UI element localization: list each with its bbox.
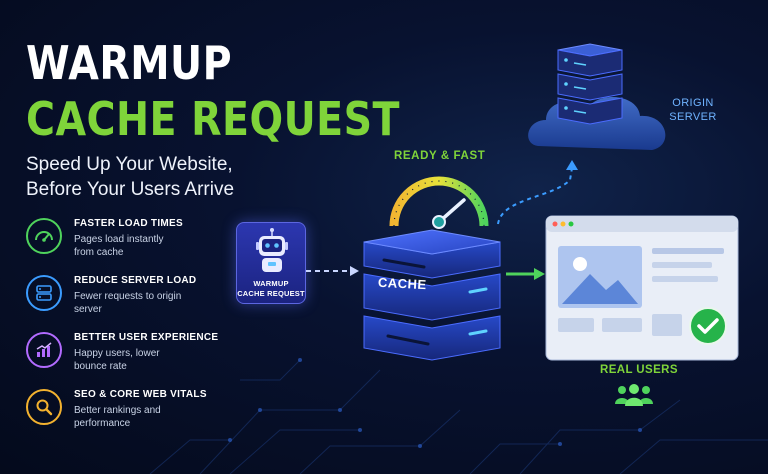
origin-label-line1: ORIGIN <box>672 97 714 109</box>
warmup-request-card: WARMUP CACHE REQUEST <box>236 222 306 304</box>
server-icon <box>26 275 62 311</box>
origin-label-line2: SERVER <box>669 111 717 123</box>
feature-item-faster-load: FASTER LOAD TIMES Pages load instantly f… <box>26 218 226 262</box>
origin-fetch-arrow <box>497 160 578 225</box>
trend-chart-icon <box>26 332 62 368</box>
speed-gauge-icon <box>389 176 489 229</box>
origin-server-icon <box>528 43 666 150</box>
robot-label-line1: WARMUP <box>253 279 289 288</box>
feature-item-user-experience: BETTER USER EXPERIENCE Happy users, lowe… <box>26 332 226 376</box>
subtitle: Speed Up Your Website, Before Your Users… <box>26 152 234 202</box>
cache-label: CACHE <box>377 274 428 293</box>
magnifier-icon <box>26 389 62 425</box>
feature-item-seo: SEO & CORE WEB VITALS Better rankings an… <box>26 389 226 433</box>
check-badge-icon <box>689 307 727 345</box>
feature-title: BETTER USER EXPERIENCE <box>74 332 219 343</box>
speedometer-icon <box>26 218 62 254</box>
robot-icon <box>256 228 288 272</box>
feature-title: SEO & CORE WEB VITALS <box>74 389 207 400</box>
serve-arrow <box>506 268 545 280</box>
users-group-icon <box>615 384 653 406</box>
feature-list: FASTER LOAD TIMES Pages load instantly f… <box>26 218 226 446</box>
feature-desc: Better rankings and performance <box>74 405 161 429</box>
feature-desc: Fewer requests to origin server <box>74 291 182 315</box>
headline-line2: CACHE REQUEST <box>26 92 400 146</box>
feature-desc: Happy users, lower bounce rate <box>74 348 160 372</box>
origin-server-label: ORIGIN SERVER <box>664 96 722 124</box>
real-users-label: REAL USERS <box>600 364 678 376</box>
gauge-label: READY & FAST <box>394 150 486 162</box>
robot-label-line2: CACHE REQUEST <box>237 289 305 298</box>
feature-title: FASTER LOAD TIMES <box>74 218 183 229</box>
feature-item-reduce-load: REDUCE SERVER LOAD Fewer requests to ori… <box>26 275 226 319</box>
subtitle-line2: Before Your Users Arrive <box>26 179 235 200</box>
cache-server-stack <box>363 229 501 361</box>
headline-line1: WARMUP <box>26 36 233 90</box>
feature-desc: Pages load instantly from cache <box>74 234 164 258</box>
request-arrow <box>306 266 359 276</box>
subtitle-line1: Speed Up Your Website, <box>26 154 233 175</box>
feature-title: REDUCE SERVER LOAD <box>74 275 197 286</box>
